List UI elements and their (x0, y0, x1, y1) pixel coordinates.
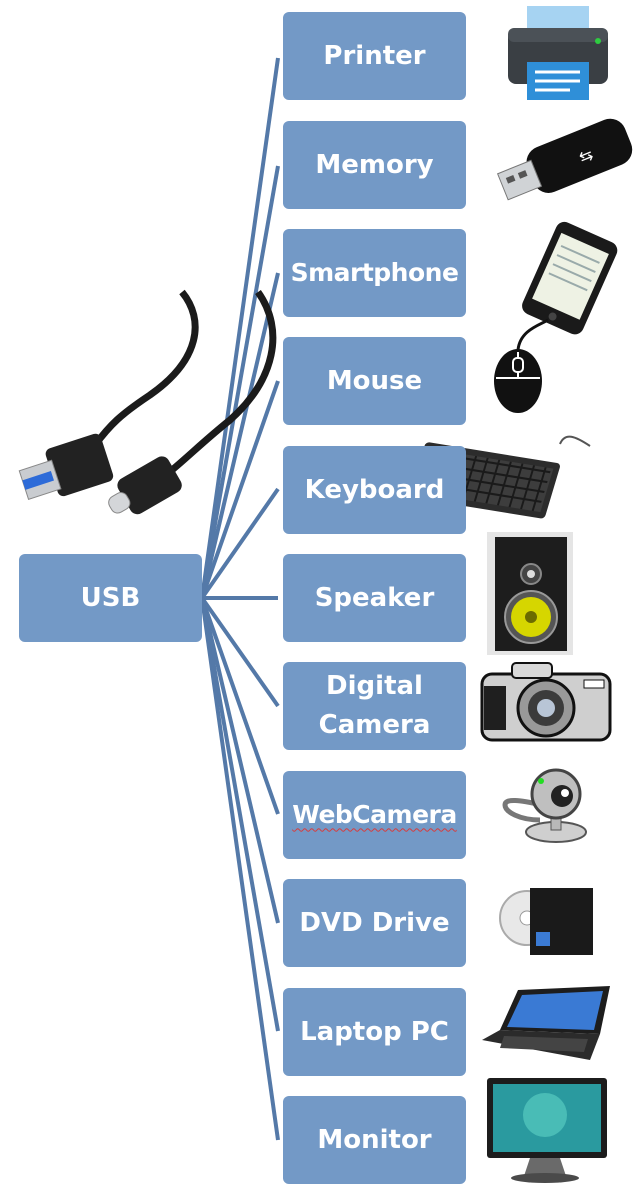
device-label-dvd-drive: DVD Drive (299, 907, 450, 938)
usb-memory-stick-icon: ⇆ (496, 118, 633, 201)
digital-camera-icon (480, 662, 612, 742)
connector-lines (200, 57, 280, 1141)
device-box-mouse: Mouse (283, 337, 466, 425)
device-box-smartphone: Smartphone (283, 229, 466, 317)
device-label-keyboard: Keyboard (304, 474, 445, 505)
device-label-printer: Printer (323, 40, 426, 71)
device-box-digital-camera: Digital Camera (283, 662, 466, 750)
monitor-icon (487, 1078, 607, 1183)
device-label-laptop-pc: Laptop PC (300, 1016, 449, 1047)
device-label-smartphone: Smartphone (290, 258, 459, 288)
speaker-icon (487, 532, 573, 655)
device-box-speaker: Speaker (283, 554, 466, 642)
laptop-icon (482, 986, 610, 1060)
usb-cable-icon (18, 289, 277, 515)
device-box-printer: Printer (283, 12, 466, 100)
device-label-speaker: Speaker (314, 582, 435, 613)
svg-text:⇆: ⇆ (576, 145, 596, 168)
device-label-memory: Memory (315, 149, 434, 180)
device-label-monitor: Monitor (317, 1124, 432, 1155)
printer-icon (508, 6, 608, 100)
device-box-keyboard: Keyboard (283, 446, 466, 534)
usb-hub-label: USB (80, 582, 141, 613)
device-box-laptop-pc: Laptop PC (283, 988, 466, 1076)
device-box-memory: Memory (283, 121, 466, 209)
device-label-webcamera: WebCamera (292, 800, 457, 830)
dvd-drive-icon (499, 888, 593, 955)
device-label-mouse: Mouse (326, 365, 423, 396)
device-box-webcamera: WebCamera (283, 771, 466, 859)
webcam-icon (502, 768, 587, 843)
smartphone-icon (522, 221, 618, 335)
device-box-dvd-drive: DVD Drive (283, 879, 466, 967)
device-label-digital-camera: Digital Camera (318, 671, 431, 740)
mouse-icon (494, 318, 549, 413)
usb-hub-box: USB (19, 554, 202, 642)
device-box-monitor: Monitor (283, 1096, 466, 1184)
